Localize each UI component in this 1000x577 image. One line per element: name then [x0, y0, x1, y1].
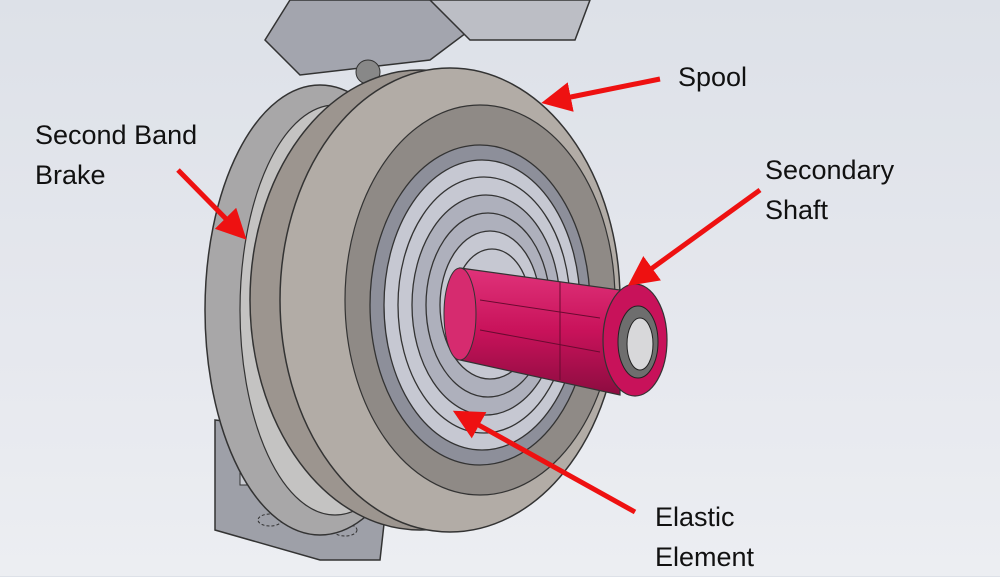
- second-band-brake-line2: Brake: [35, 160, 106, 190]
- elastic-element-line2: Element: [655, 542, 755, 572]
- secondary-shaft: [443, 267, 668, 397]
- secondary-shaft-label: Secondary Shaft: [765, 150, 894, 230]
- secondary-shaft-line1: Secondary: [765, 155, 895, 185]
- spool-label: Spool: [678, 62, 748, 92]
- spool-arrow: [541, 76, 661, 112]
- second-band-brake-arrow: [176, 168, 247, 240]
- secondary-shaft-line2: Shaft: [765, 195, 829, 225]
- secondary-shaft-arrow: [627, 187, 762, 286]
- second-band-brake-line1: Second Band: [35, 120, 198, 150]
- top-bracket: [264, 0, 591, 85]
- elastic-element-arrow: [452, 410, 637, 515]
- elastic-element-line1: Elastic: [655, 502, 735, 532]
- elastic-element-label: Elastic Element: [655, 497, 754, 577]
- second-band-brake-label: Second Band Brake: [35, 115, 197, 195]
